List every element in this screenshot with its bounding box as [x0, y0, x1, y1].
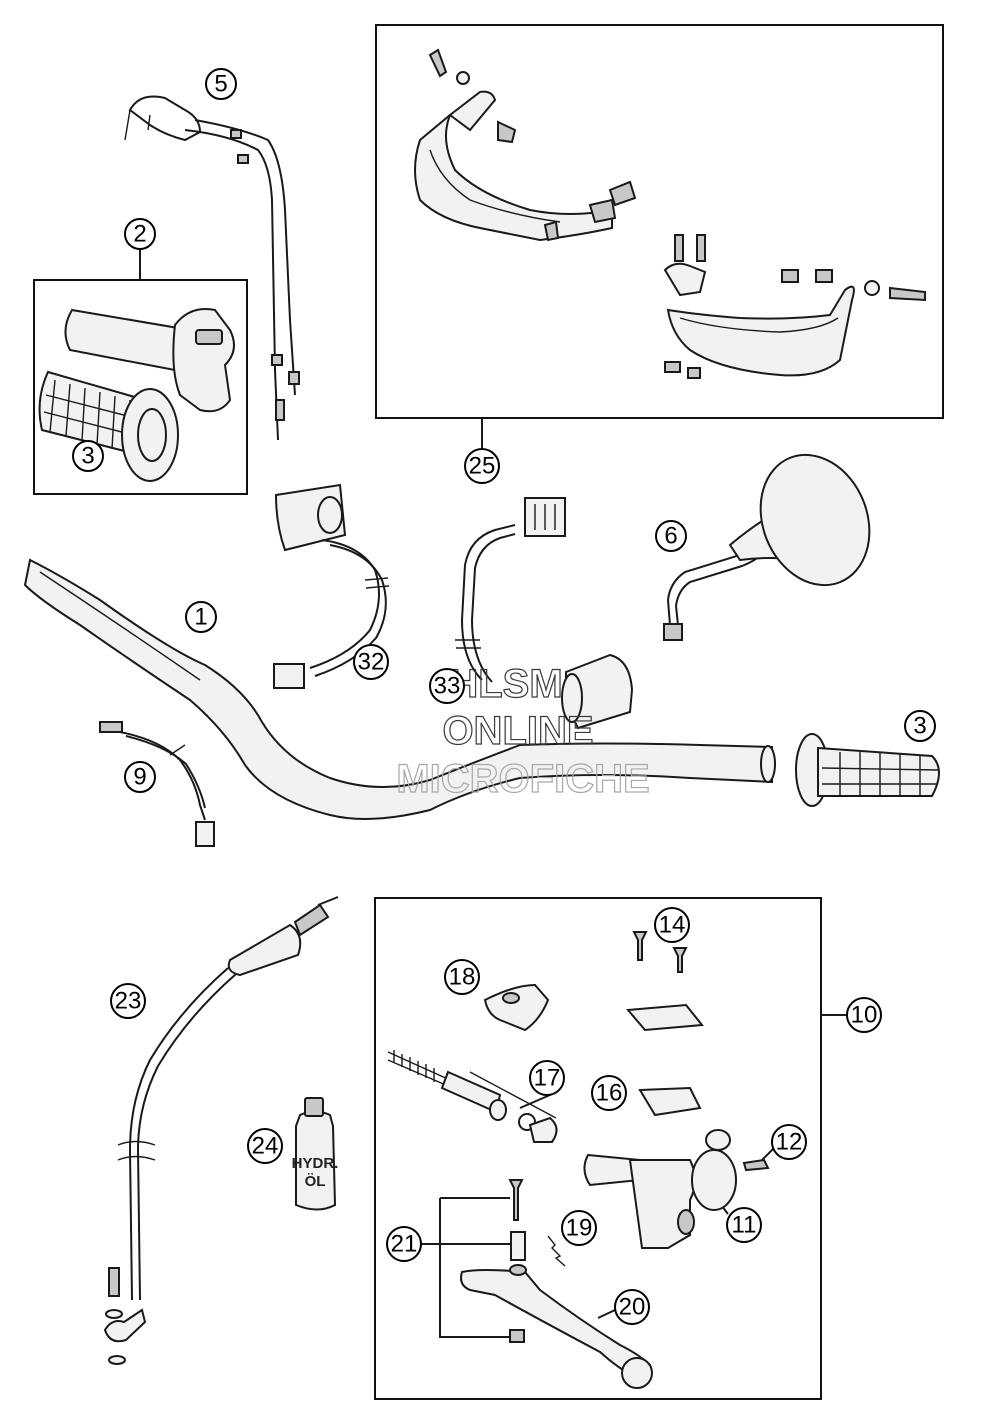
- svg-text:5: 5: [214, 71, 227, 98]
- spring-19: [547, 1235, 566, 1267]
- hydraulic-oil-bottle: HYDR. ÖL: [292, 1097, 339, 1211]
- piston-spring-17: [387, 1050, 558, 1143]
- clutch-hose: [103, 896, 339, 1365]
- svg-text:1: 1: [194, 604, 207, 631]
- reservoir-cap: [625, 1003, 704, 1032]
- bottle-label-line1: HYDR.: [292, 1155, 339, 1172]
- callout-6: 6: [655, 520, 687, 552]
- svg-text:3: 3: [81, 443, 94, 470]
- reservoir-16: [638, 1086, 702, 1117]
- throttle-grip-assembly: [38, 308, 235, 482]
- pin-21: [508, 1179, 526, 1261]
- screw-12: [742, 1158, 770, 1172]
- svg-text:32: 32: [358, 649, 385, 676]
- leader-lines: [139, 250, 846, 1338]
- callout-11: 11: [726, 1207, 762, 1243]
- callout-21: 21: [386, 1226, 422, 1262]
- callout-3-right: 3: [904, 710, 936, 742]
- svg-text:24: 24: [252, 1133, 279, 1160]
- svg-text:6: 6: [664, 523, 677, 550]
- svg-text:HLSM: HLSM: [449, 662, 562, 706]
- svg-text:11: 11: [732, 1212, 757, 1239]
- callout-32: 32: [353, 644, 389, 680]
- svg-text:21: 21: [391, 1231, 418, 1258]
- svg-text:2: 2: [133, 221, 146, 248]
- callout-25: 25: [464, 448, 500, 484]
- svg-text:3: 3: [913, 713, 926, 740]
- cap-holder-18: [483, 983, 550, 1032]
- callout-3-left: 3: [72, 440, 104, 472]
- mirror: [663, 453, 871, 641]
- callout-12: 12: [771, 1124, 807, 1160]
- grip-right: [795, 733, 940, 807]
- svg-text:ONLINE: ONLINE: [442, 709, 593, 753]
- screws-14: [632, 931, 688, 973]
- throttle-cables: [124, 95, 300, 441]
- callout-19: 19: [561, 1210, 597, 1246]
- callout-23: 23: [110, 983, 146, 1019]
- callout-33: 33: [429, 668, 465, 704]
- svg-text:14: 14: [659, 912, 686, 939]
- svg-text:10: 10: [851, 1002, 878, 1029]
- callout-1: 1: [185, 601, 217, 633]
- callout-18: 18: [444, 959, 480, 995]
- callout-24: 24: [247, 1128, 283, 1164]
- callout-10: 10: [846, 997, 882, 1033]
- right-switch: [455, 497, 634, 730]
- svg-text:33: 33: [434, 673, 461, 700]
- svg-text:16: 16: [596, 1080, 623, 1107]
- watermark: HLSM ONLINE MICROFICHE: [396, 661, 651, 801]
- callout-9: 9: [124, 761, 156, 793]
- callout-20: 20: [614, 1289, 650, 1325]
- callout-16: 16: [591, 1075, 627, 1111]
- bottle-label-line2: ÖL: [305, 1173, 326, 1190]
- callout-2: 2: [124, 218, 156, 250]
- clutch-lever-20: [460, 1264, 653, 1389]
- svg-text:18: 18: [449, 964, 476, 991]
- callout-5: 5: [205, 68, 237, 100]
- svg-text:19: 19: [566, 1215, 593, 1242]
- left-switch: [273, 483, 390, 689]
- svg-text:20: 20: [619, 1294, 646, 1321]
- svg-text:MICROFICHE: MICROFICHE: [396, 757, 649, 801]
- svg-text:25: 25: [469, 453, 496, 480]
- handguard-set-box: [375, 24, 944, 419]
- master-cylinder-body: [583, 1129, 737, 1249]
- svg-text:23: 23: [115, 988, 142, 1015]
- handguard-right: [663, 234, 926, 379]
- callout-17: 17: [529, 1060, 565, 1096]
- handguard-left: [414, 48, 637, 242]
- handlebar: [23, 558, 776, 820]
- clutch-master-cylinder-box: [374, 897, 822, 1400]
- svg-text:12: 12: [776, 1129, 803, 1156]
- svg-text:9: 9: [133, 764, 146, 791]
- svg-text:17: 17: [534, 1065, 561, 1092]
- sensor-cable: [99, 721, 215, 847]
- callout-14: 14: [654, 907, 690, 943]
